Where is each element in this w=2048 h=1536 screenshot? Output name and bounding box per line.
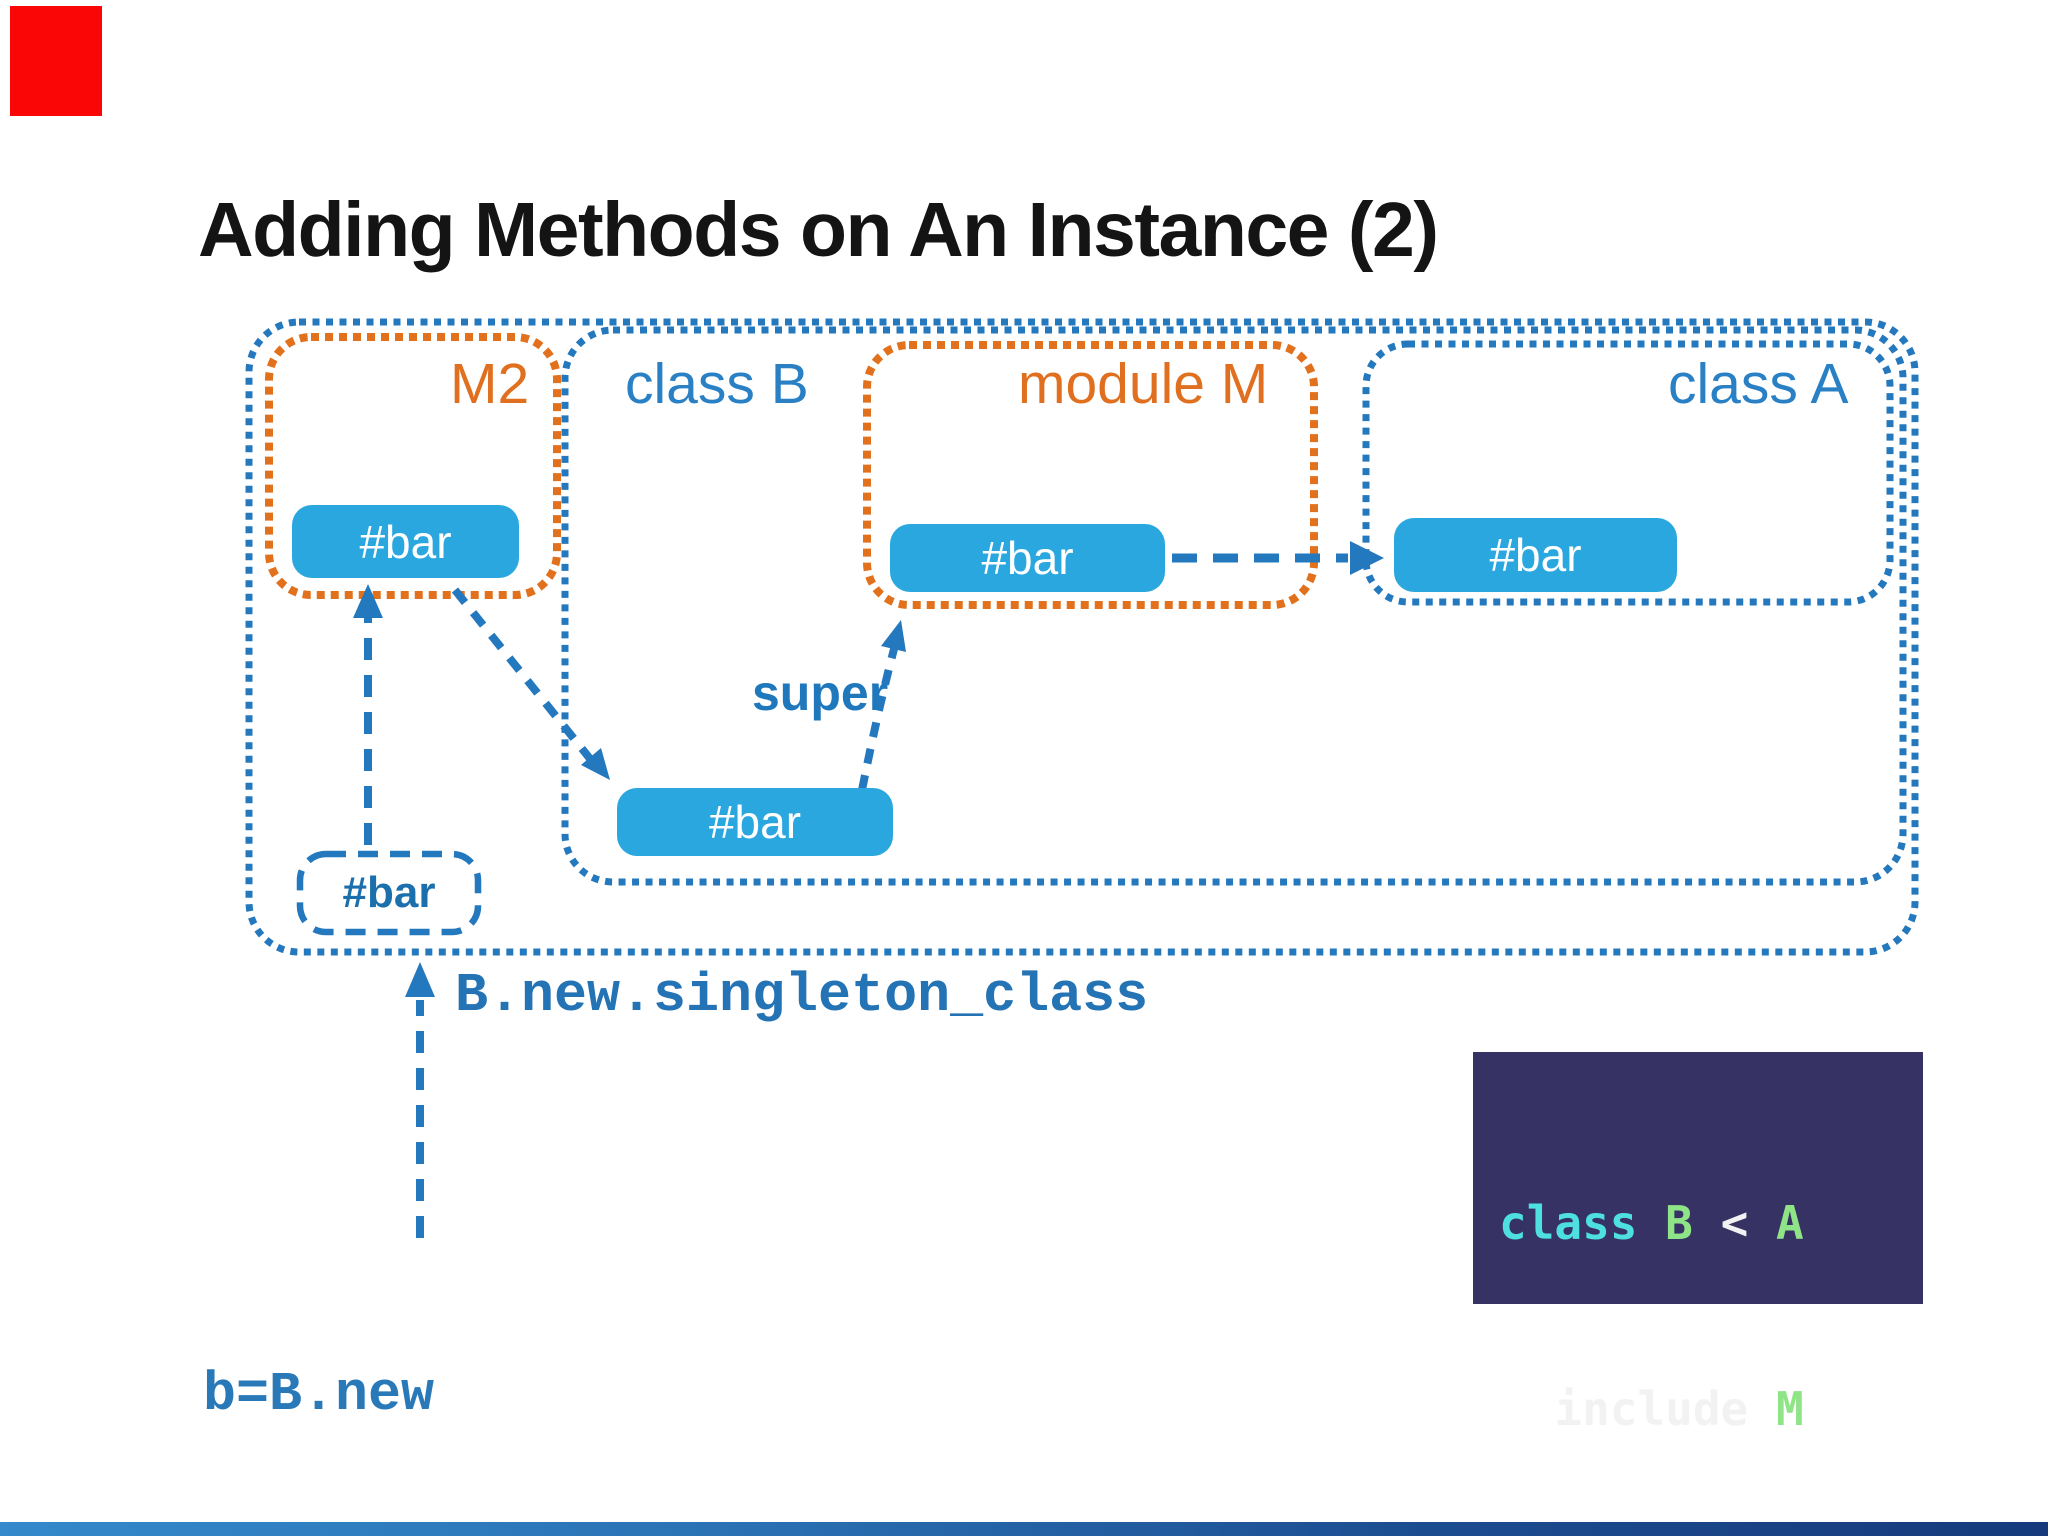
method-pill-module-m: #bar — [890, 524, 1165, 592]
method-pill-class-b-label: #bar — [708, 796, 802, 848]
label-class-a: class A — [1668, 352, 1849, 416]
arrowhead-code-to-singleton — [405, 962, 435, 997]
code-keyword-class: class — [1499, 1196, 1666, 1250]
code-block-ruby: class B < A include M def foo — [1473, 1052, 1923, 1436]
code-const-m: M — [1775, 1382, 1804, 1436]
method-pill-class-a-label: #bar — [1489, 529, 1582, 581]
code-snippet-left: b=B.new b.extend M2 b.bar — [203, 1240, 566, 1536]
code-text: b=B.new — [203, 1363, 435, 1426]
class-b-box — [561, 326, 1907, 886]
label-module-m: module M — [1018, 352, 1269, 416]
code-right-line-1: class B < A — [1499, 1192, 1923, 1254]
class-a-box — [1362, 340, 1894, 606]
method-pill-m2-label: #bar — [359, 515, 452, 568]
singleton-class-annotation: B.new.singleton_class — [455, 964, 1149, 1027]
code-operator-lt: < — [1720, 1196, 1776, 1250]
method-pill-class-b: #bar — [617, 788, 893, 856]
label-class-b: class B — [625, 352, 809, 416]
method-pill-module-m-label: #bar — [981, 532, 1074, 584]
bottom-gradient-bar — [0, 1522, 2048, 1536]
singleton-bar-box — [296, 850, 482, 936]
slide-title: Adding Methods on An Instance (2) — [198, 187, 1439, 273]
arrow-super — [858, 632, 902, 791]
arrowhead-super — [881, 620, 906, 652]
method-pill-class-a: #bar — [1394, 518, 1677, 592]
arrowhead-mbar-to-abar — [1350, 541, 1384, 575]
module-m2-box — [265, 333, 561, 599]
red-corner-block — [10, 6, 102, 116]
singleton-class-outer-box — [245, 318, 1919, 956]
code-right-line-2: include M — [1499, 1378, 1923, 1440]
label-module-m2: M2 — [450, 352, 530, 416]
code-left-line-1: b=B.new — [203, 1364, 566, 1426]
super-annotation: super — [752, 665, 889, 721]
arrowhead-m2bar-to-bbar — [581, 748, 610, 780]
singleton-bar-label: #bar — [342, 868, 436, 917]
code-const-a: A — [1775, 1196, 1804, 1250]
method-pill-m2: #bar — [292, 505, 519, 578]
code-const-b: B — [1665, 1196, 1721, 1250]
code-include: include — [1499, 1382, 1776, 1436]
arrowhead-singletonbar-to-m2bar — [353, 584, 383, 618]
arrow-m2bar-to-bbar — [451, 587, 599, 768]
